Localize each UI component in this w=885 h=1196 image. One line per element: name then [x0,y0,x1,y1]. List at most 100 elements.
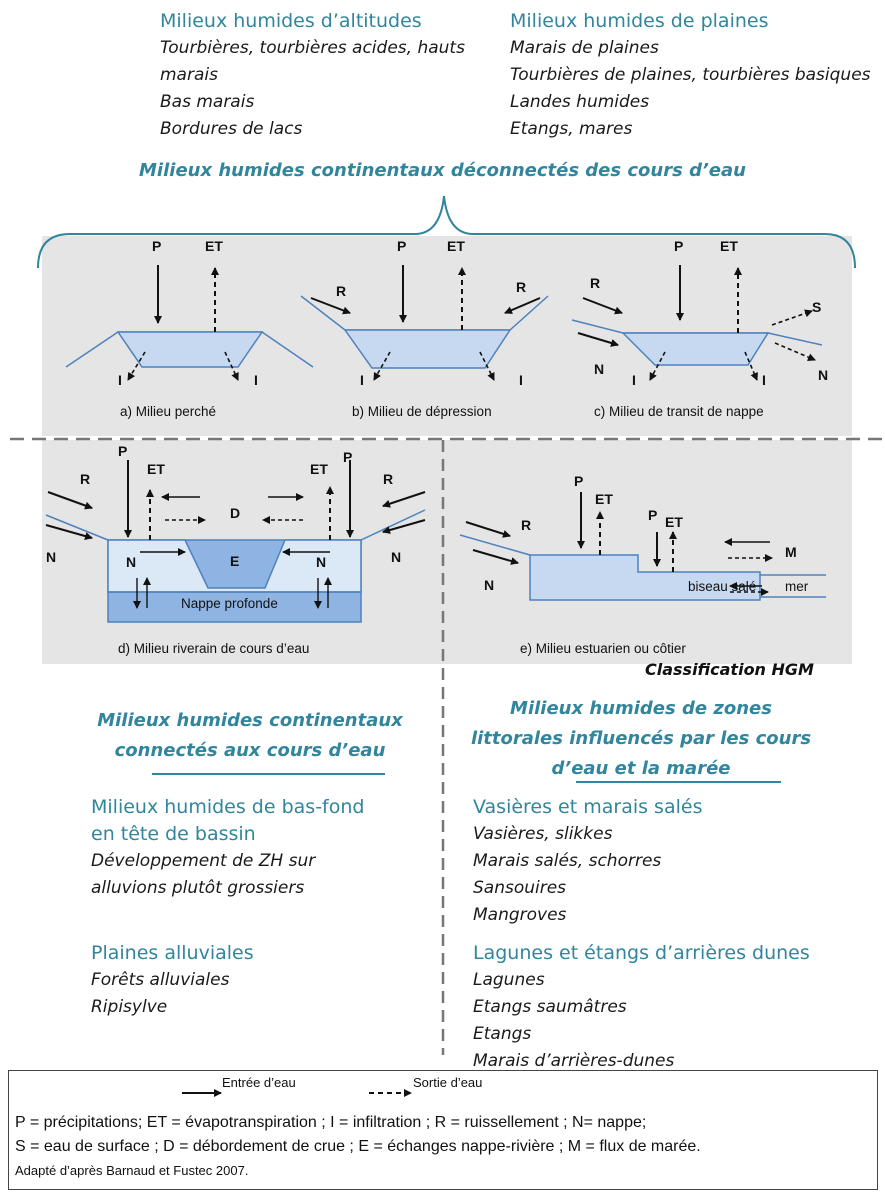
label-n: N [818,367,828,383]
mer-label: mer [785,579,809,594]
list-item: Bordures de lacs [160,119,303,139]
label-i: I [118,372,122,388]
label-r: R [80,471,90,487]
label-m: M [785,544,797,560]
group-title: Vasières et marais salés [473,796,703,818]
diagram-d [45,460,426,623]
lagunes-group: Lagunes et étangs d’arrières dunes Lagun… [473,940,810,1075]
label-p: P [574,473,583,489]
label-d: D [230,505,240,521]
legend-line2: S = eau de surface ; D = débordement de … [15,1138,701,1155]
nappe-profonde-label: Nappe profonde [181,596,278,611]
group-title: Lagunes et étangs d’arrières dunes [473,942,810,964]
altitude-group: Milieux humides d’altitudes Tourbières, … [160,8,465,143]
diagram-e [459,492,826,601]
label-et: ET [720,238,738,254]
list-item: Etangs, mares [510,119,633,139]
list-item: Vasières, slikkes [473,824,613,844]
curly-brace [37,195,856,269]
label-p: P [343,449,352,465]
list-item: Marais d’arrières-dunes [473,1051,675,1071]
list-item: Landes humides [510,92,650,112]
label-r: R [521,517,531,533]
label-et: ET [665,514,683,530]
legend-sortie: Sortie d’eau [413,1075,483,1090]
coastal-title-line1: Milieux humides de zones [510,698,772,719]
list-item: Mangroves [473,905,567,925]
label-p: P [674,238,683,254]
list-item: Ripisylve [91,997,168,1017]
classification-label: Classification HGM [645,660,814,679]
label-et: ET [595,491,613,507]
diagram-a [65,265,314,381]
connected-title-line2: connectés aux cours d’eau [114,740,386,761]
connected-underline [152,773,385,775]
label-e: E [230,553,239,569]
diagram-b [300,265,549,381]
label-p: P [648,507,657,523]
label-i: I [762,372,766,388]
legend-entree: Entrée d’eau [222,1075,296,1090]
list-item: Tourbières, tourbières acides, hauts [160,38,465,58]
list-item: Sansouires [473,878,567,898]
legend-line1: P = précipitations; ET = évapotranspirat… [15,1114,647,1131]
label-n: N [126,554,136,570]
vasieres-group: Vasières et marais salés Vasières, slikk… [473,794,702,929]
list-item: Tourbières de plaines, tourbières basiqu… [510,65,871,85]
caption-a: a) Milieu perché [120,404,216,419]
caption-c: c) Milieu de transit de nappe [594,404,764,419]
disconnected-title: Milieux humides continentaux déconnectés… [139,160,746,181]
list-item: Développement de ZH sur [91,851,316,871]
bas-fond-group: Milieux humides de bas-fond en tête de b… [91,794,364,902]
list-item: alluvions plutôt grossiers [91,878,305,898]
label-et: ET [205,238,223,254]
list-item: marais [160,65,218,85]
label-n: N [594,361,604,377]
diagram-c [571,265,823,381]
coastal-title: Milieux humides de zones littorales infl… [456,694,826,784]
legend-box: Entrée d’eau Sortie d’eau P = précipitat… [8,1070,878,1190]
connected-title-line1: Milieux humides continentaux [97,710,403,731]
altitude-title: Milieux humides d’altitudes [160,10,422,32]
plains-title: Milieux humides de plaines [510,10,769,32]
group-title: Plaines alluviales [91,942,254,964]
caption-b: b) Milieu de dépression [352,404,492,419]
label-n: N [484,577,494,593]
label-p: P [152,238,161,254]
label-et: ET [147,461,165,477]
caption-d: d) Milieu riverain de cours d’eau [118,641,309,656]
label-i: I [632,372,636,388]
group-title: Milieux humides de bas-fond [91,796,365,818]
legend-source: Adapté d’après Barnaud et Fustec 2007. [15,1163,249,1178]
label-n: N [391,549,401,565]
label-n: N [316,554,326,570]
connected-title: Milieux humides continentaux connectés a… [90,706,410,766]
plains-group: Milieux humides de plaines Marais de pla… [510,8,871,143]
biseau-sale-label: biseau salé [688,579,756,594]
label-et: ET [310,461,328,477]
coastal-title-line2: littorales influencés par les cours [470,728,812,749]
label-p: P [118,443,127,459]
list-item: Marais salés, schorres [473,851,662,871]
coastal-underline [576,781,781,783]
list-item: Lagunes [473,970,545,990]
label-i: I [254,372,258,388]
label-r: R [383,471,393,487]
list-item: Bas marais [160,92,255,112]
label-r: R [336,283,346,299]
list-item: Etangs saumâtres [473,997,627,1017]
label-r: R [516,279,526,295]
caption-e: e) Milieu estuarien ou côtier [520,641,686,656]
label-n: N [46,549,56,565]
label-i: I [519,372,523,388]
list-item: Etangs [473,1024,532,1044]
plaines-alluviales-group: Plaines alluviales Forêts alluviales Rip… [91,940,254,1021]
label-p: P [397,238,406,254]
list-item: Forêts alluviales [91,970,230,990]
group-title: en tête de bassin [91,823,256,845]
coastal-title-line3: d’eau et la marée [551,758,731,779]
label-et: ET [447,238,465,254]
label-r: R [590,275,600,291]
label-s: S [812,299,821,315]
